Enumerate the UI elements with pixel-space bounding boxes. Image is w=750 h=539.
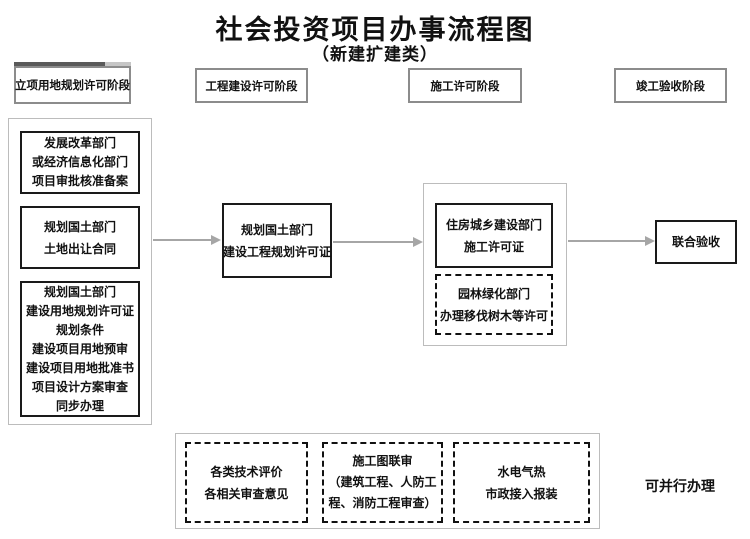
box-line: 住房城乡建设部门 — [445, 217, 542, 232]
box-line: 规划国土部门 — [43, 284, 116, 299]
parallel-processing-note: 可并行办理 — [645, 479, 715, 495]
box-line: 联合验收 — [671, 234, 720, 249]
drawing-joint-review-box: 施工图联审 （建筑工程、人防工 程、消防工程审查） — [322, 442, 443, 523]
housing-construction-permit-box: 住房城乡建设部门 施工许可证 — [435, 203, 553, 268]
flowchart-title: 社会投资项目办事流程图 — [215, 15, 535, 46]
box-line: 规划条件 — [55, 322, 104, 337]
box-line: 办理移伐树木等许可 — [439, 308, 548, 323]
technical-evaluation-box: 各类技术评价 各相关审查意见 — [185, 442, 308, 523]
stage-header-project-land-planning: 立项用地规划许可阶段 — [14, 66, 131, 104]
stage1-top-bar-fill — [14, 62, 106, 66]
stage1-top-bar — [14, 62, 131, 66]
garden-greening-box: 园林绿化部门 办理移伐树木等许可 — [435, 274, 553, 335]
box-line: 建设工程规划许可证 — [223, 244, 332, 259]
flow-arrow-2-icon — [333, 237, 423, 247]
box-line: 建设用地规划许可证 — [25, 303, 134, 318]
box-line: 项目设计方案审查 — [31, 379, 128, 394]
box-line: 园林绿化部门 — [457, 286, 530, 301]
box-line: 施工图联审 — [352, 454, 413, 468]
box-line: 水电气热 — [497, 464, 546, 479]
box-line: 各类技术评价 — [210, 464, 283, 479]
development-reform-box: 发展改革部门 或经济信息化部门 项目审批核准备案 — [20, 131, 140, 194]
stage-header-engineering-construction-permit: 工程建设许可阶段 — [195, 68, 308, 103]
box-line: 土地出让合同 — [43, 241, 116, 256]
box-line: 施工许可证 — [463, 239, 524, 254]
stage-header-completion-acceptance: 竣工验收阶段 — [614, 68, 727, 103]
box-line: （建筑工程、人防工 — [328, 475, 437, 489]
stage-header-construction-permit: 施工许可阶段 — [408, 68, 522, 103]
flow-arrow-1-icon — [153, 235, 221, 245]
box-line: 建设项目用地批准书 — [25, 360, 134, 375]
box-line: 各相关审查意见 — [204, 486, 289, 501]
flow-arrow-3-icon — [568, 236, 655, 246]
box-line: 项目审批核准备案 — [31, 174, 128, 188]
box-line: 建设项目用地预审 — [31, 341, 128, 356]
box-line: 规划国土部门 — [43, 219, 116, 234]
joint-acceptance-box: 联合验收 — [655, 220, 737, 264]
utilities-connection-box: 水电气热 市政接入报装 — [453, 442, 590, 523]
construction-planning-permit-box: 规划国土部门 建设工程规划许可证 — [222, 203, 332, 278]
box-line: 或经济信息化部门 — [31, 155, 128, 169]
land-transfer-contract-box: 规划国土部门 土地出让合同 — [20, 206, 140, 269]
box-line: 规划国土部门 — [240, 222, 313, 237]
box-line: 市政接入报装 — [485, 486, 558, 501]
box-line: 发展改革部门 — [43, 136, 116, 150]
land-planning-permit-box: 规划国土部门 建设用地规划许可证 规划条件 建设项目用地预审 建设项目用地批准书… — [20, 281, 140, 417]
flowchart-subtitle: （新建扩建类） — [312, 45, 438, 65]
box-line: 程、消防工程审查） — [328, 496, 437, 510]
box-line: 同步办理 — [55, 398, 104, 413]
